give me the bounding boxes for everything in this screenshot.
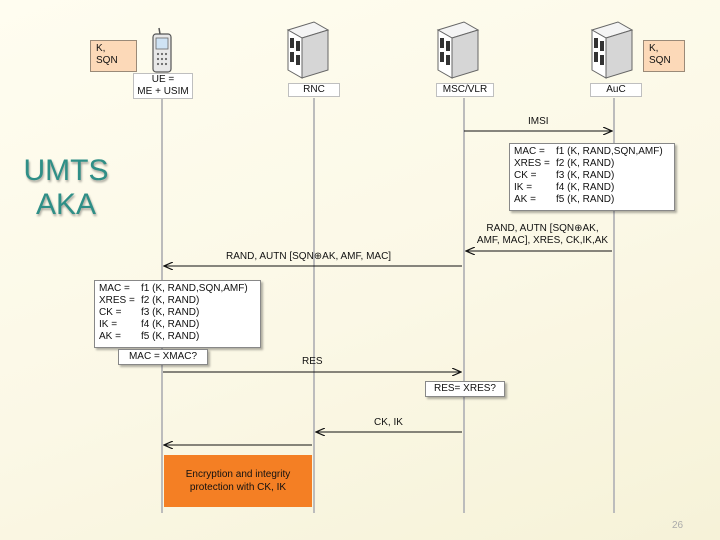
auc-to-msc-message-line-1: RAND, AUTN [SQN⊕AK, xyxy=(486,223,599,234)
auc-server-icon xyxy=(591,21,633,79)
msc-lifeline xyxy=(463,98,465,513)
auc-label: AuC xyxy=(590,83,642,97)
ue-functions-box: MAC =f1 (K, RAND,SQN,AMF) XRES =f2 (K, R… xyxy=(94,280,261,348)
ue-label-line-1: UE = xyxy=(151,74,175,85)
auc-to-msc-message: RAND, AUTN [SQN⊕AK, AMF, MAC], XRES, CK,… xyxy=(470,223,615,247)
rnc-server-icon xyxy=(287,21,329,79)
auc-key-note: K, SQN xyxy=(643,40,685,72)
auc-key-note-line-1: K, xyxy=(649,43,659,54)
auc-function-row: MAC =f1 (K, RAND,SQN,AMF) xyxy=(514,146,663,157)
encryption-box: Encryption and integrity protection with… xyxy=(164,455,312,507)
ue-function-row: CK =f3 (K, RAND) xyxy=(99,307,200,318)
msc-to-ue-message: RAND, AUTN [SQN⊕AK, AMF, MAC] xyxy=(226,251,392,262)
rnc-label-text: RNC xyxy=(303,84,325,95)
msc-server-icon xyxy=(437,21,479,79)
ue-function-row: IK =f4 (K, RAND) xyxy=(99,319,200,330)
ue-key-note-line-2: SQN xyxy=(96,55,118,66)
auc-to-msc-message-line-2: AMF, MAC], XRES, CK,IK,AK xyxy=(476,235,609,246)
auc-key-note-line-2: SQN xyxy=(649,55,671,66)
rnc-label: RNC xyxy=(288,83,340,97)
auc-function-row: IK =f4 (K, RAND) xyxy=(514,182,615,193)
ue-function-row: XRES =f2 (K, RAND) xyxy=(99,295,200,306)
ue-label-line-2: ME + USIM xyxy=(137,86,189,97)
auc-functions-box: MAC =f1 (K, RAND,SQN,AMF) XRES =f2 (K, R… xyxy=(509,143,675,211)
ue-function-row: MAC =f1 (K, RAND,SQN,AMF) xyxy=(99,283,248,294)
page-number: 26 xyxy=(672,520,684,531)
auc-label-text: AuC xyxy=(606,84,626,95)
ue-key-note-line-1: K, xyxy=(96,43,106,54)
rnc-lifeline xyxy=(313,98,315,513)
ue-key-note: K, SQN xyxy=(90,40,137,72)
ck-ik-message: CK, IK xyxy=(374,417,403,428)
mac-check-box: MAC = XMAC? xyxy=(118,349,208,365)
slide-title: UMTS AKA xyxy=(8,154,124,222)
msc-label-text: MSC/VLR xyxy=(442,84,488,95)
imsi-message: IMSI xyxy=(528,116,549,127)
res-message: RES xyxy=(302,356,323,367)
res-check-box: RES= XRES? xyxy=(425,381,505,397)
auc-function-row: XRES =f2 (K, RAND) xyxy=(514,158,615,169)
slide-title-line-1: UMTS xyxy=(23,154,109,187)
ue-label: UE = ME + USIM xyxy=(133,73,193,99)
auc-function-row: CK =f3 (K, RAND) xyxy=(514,170,615,181)
auc-function-row: AK =f5 (K, RAND) xyxy=(514,194,615,205)
slide-title-line-2: AKA xyxy=(35,188,97,221)
ue-function-row: AK =f5 (K, RAND) xyxy=(99,331,200,342)
msc-label: MSC/VLR xyxy=(436,83,494,97)
auc-lifeline xyxy=(613,98,615,513)
encryption-line-2: protection with CK, IK xyxy=(189,482,287,493)
encryption-line-1: Encryption and integrity xyxy=(185,469,291,480)
